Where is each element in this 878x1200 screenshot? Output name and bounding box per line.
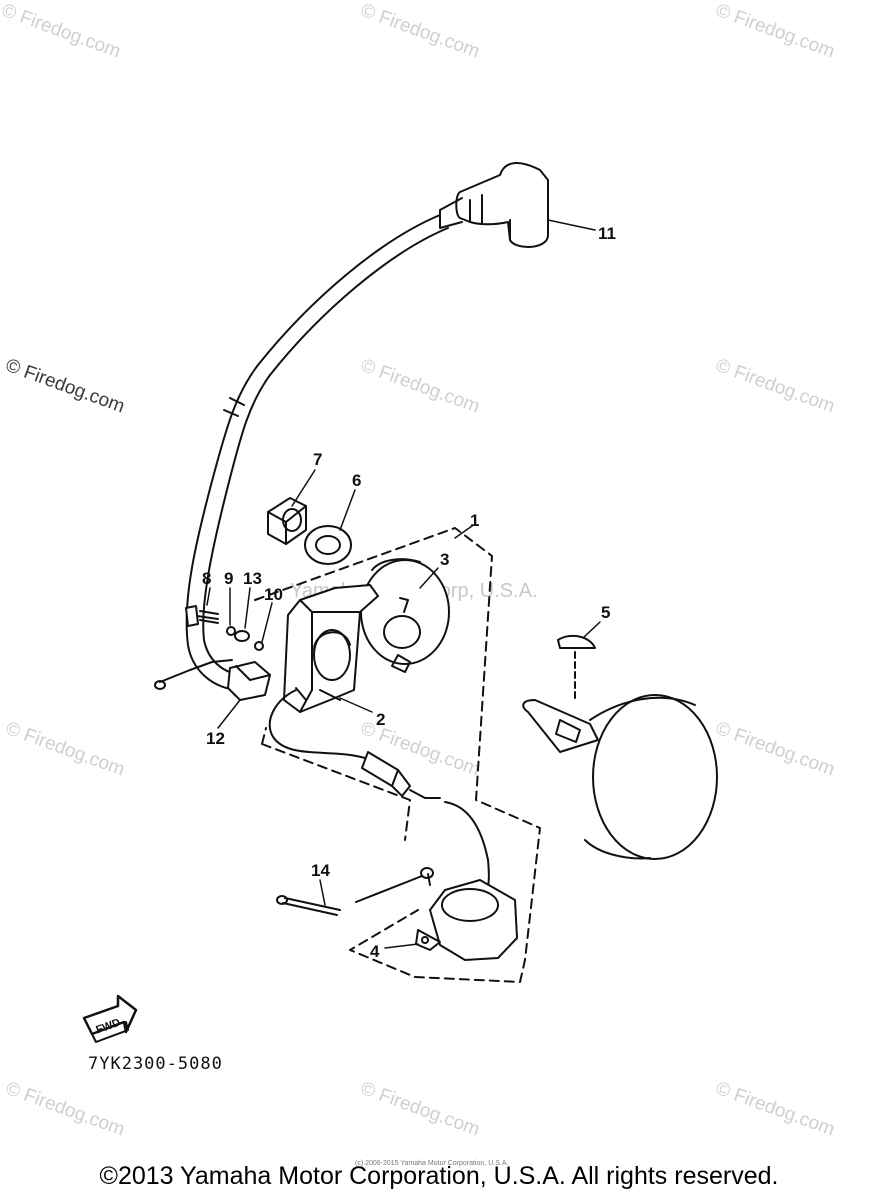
cord-clamp bbox=[227, 661, 271, 701]
part-code: 7YK2300-5080 bbox=[88, 1054, 223, 1074]
woodruff-key bbox=[557, 634, 596, 701]
callout-2: 2 bbox=[376, 710, 385, 729]
assembly-outline bbox=[254, 527, 541, 983]
callout-10: 10 bbox=[264, 585, 283, 604]
callout-8: 8 bbox=[202, 569, 211, 588]
spark-plug-cap bbox=[439, 162, 549, 248]
tiny-copyright: (c) 2006-2015 Yamaha Motor Corporation, … bbox=[355, 1160, 509, 1167]
nut bbox=[267, 497, 307, 545]
callout-14: 14 bbox=[311, 861, 330, 880]
washer bbox=[304, 525, 352, 565]
coil-base bbox=[283, 584, 379, 713]
callout-7: 7 bbox=[313, 450, 322, 469]
callout-11: 11 bbox=[598, 224, 616, 243]
callout-5: 5 bbox=[601, 603, 610, 622]
forward-arrow-icon: FWD bbox=[82, 994, 138, 1043]
wire-lead bbox=[276, 895, 341, 916]
rotor bbox=[360, 558, 450, 673]
copyright-notice: ©2013 Yamaha Motor Corporation, U.S.A. A… bbox=[99, 1162, 779, 1190]
callout-13: 13 bbox=[243, 569, 262, 588]
high-tension-cord bbox=[185, 214, 449, 691]
callout-labels: 1 2 3 4 5 6 7 8 9 10 11 12 13 14 bbox=[202, 224, 616, 961]
crankshaft-flywheel bbox=[522, 694, 718, 860]
callout-3: 3 bbox=[440, 550, 449, 569]
callout-12: 12 bbox=[206, 729, 225, 748]
pulser-coil bbox=[355, 867, 518, 961]
callout-6: 6 bbox=[352, 471, 361, 490]
callout-4: 4 bbox=[370, 942, 380, 961]
callout-9: 9 bbox=[224, 569, 233, 588]
ground-lead bbox=[154, 605, 264, 690]
leader-lines bbox=[206, 219, 601, 949]
callout-1: 1 bbox=[470, 511, 479, 530]
